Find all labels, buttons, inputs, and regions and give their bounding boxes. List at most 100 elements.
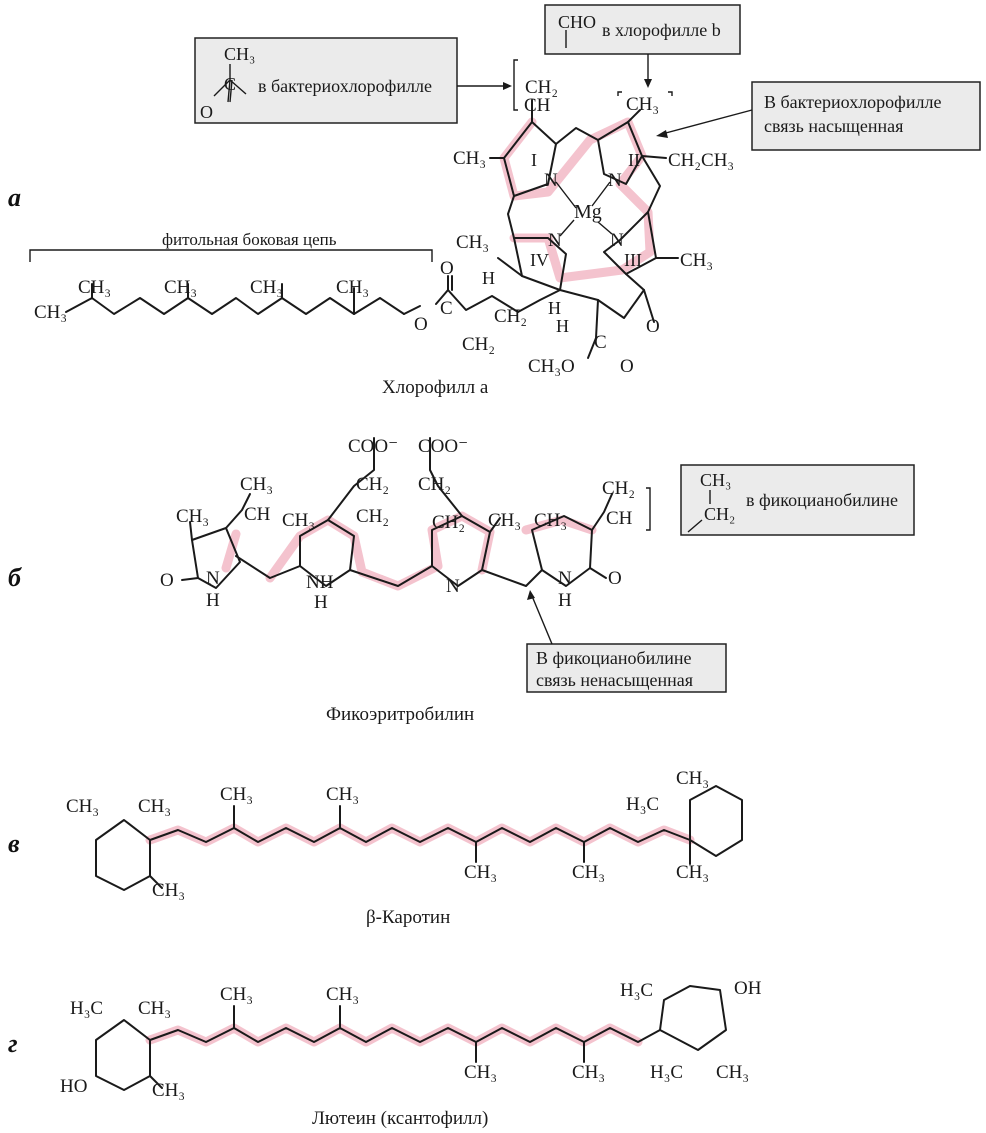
lutein-ch3-ring-left: CH₃ xyxy=(152,1080,185,1101)
ch3-bracket xyxy=(617,91,673,96)
bridge-alpha xyxy=(555,127,599,145)
propionate-h: H xyxy=(548,298,561,318)
bilin-ch2-1b: CH₂ xyxy=(356,506,389,527)
lutein-structure: H₃C CH₃ HO CH₃ CH₃ CH₃ CH₃ CH₃ H₃C OH H₃… xyxy=(60,978,762,1129)
ethyl-group: CH₂CH₃ xyxy=(668,150,734,171)
carotene-ch3-chain-4: CH₃ xyxy=(572,862,605,883)
lutein-ch3-chain-3: CH₃ xyxy=(464,1062,497,1083)
lutein-h3c-right-top: H₃C xyxy=(620,980,653,1001)
carotene-ch3-gem-right: CH₃ xyxy=(676,768,709,789)
bilin-coo-1: COO⁻ xyxy=(348,436,398,457)
chlorophyll-conjugation-highlight xyxy=(499,117,655,283)
methyl-ester-och3: CH₃O xyxy=(528,356,575,377)
ester-carbonyl xyxy=(447,275,453,291)
n-ring-ii: N xyxy=(608,170,622,191)
bilin-h-b: H xyxy=(314,592,328,613)
carotene-ring-right xyxy=(689,785,743,857)
bilin-vinyl-ch2: CH₂ xyxy=(602,478,635,499)
ring-label-iii: III xyxy=(624,250,642,270)
ring-label-i: I xyxy=(531,150,537,170)
lutein-ring-right xyxy=(659,985,727,1051)
ester-carbonyl-o: O xyxy=(440,258,454,279)
phytyl-bracket xyxy=(29,249,433,262)
bilin-ethylidene-ch: CH xyxy=(244,504,271,525)
vinyl-bracket-b xyxy=(646,487,651,531)
box-phycocyanobilin xyxy=(680,464,915,536)
arrow-saturated-head xyxy=(656,130,668,138)
lutein-ch3-chain-2: CH₃ xyxy=(326,984,359,1005)
bilin-lactam-o-d: O xyxy=(608,568,622,589)
bilin-lactam-d xyxy=(589,567,607,579)
bilin-ring-a-methyl xyxy=(189,521,193,541)
ester-o: O xyxy=(414,314,428,335)
ring-iv-bonds xyxy=(513,237,567,291)
bilin-bridge-bc xyxy=(349,565,433,587)
lutein-ch3-right-bottom: CH₃ xyxy=(716,1062,749,1083)
carotene-methyls xyxy=(149,805,691,889)
n-ring-iii: N xyxy=(610,230,624,251)
vinyl-bracket xyxy=(513,59,518,111)
n-ring-i: N xyxy=(544,170,558,191)
bilin-coo-2: COO⁻ xyxy=(418,436,468,457)
box-cho-chem: CHO xyxy=(558,12,596,32)
lutein-oh: OH xyxy=(734,978,762,999)
n-ring-iv: N xyxy=(548,230,562,251)
bilin-ring-b-ch3: CH₃ xyxy=(282,510,315,531)
box-pcb-ch2: CH₂ xyxy=(704,504,735,524)
bilin-bridge-ab xyxy=(235,555,301,579)
phytyl-o-bond xyxy=(403,305,421,315)
box-chlorophyll-b xyxy=(544,4,741,55)
arrow-saturated-line xyxy=(661,109,753,135)
carotene-polyene-chain xyxy=(149,827,691,843)
lutein-ch3-gem-left: CH₃ xyxy=(138,998,171,1019)
ester-linkage xyxy=(435,289,519,313)
box-pcb-text: в фикоцианобилине xyxy=(746,490,898,510)
bilin-ring-c-methyl xyxy=(489,517,501,533)
vinyl-ch: CH xyxy=(524,95,551,116)
ring-v-bonds xyxy=(559,273,645,319)
ring-iv-methyl-bond xyxy=(497,257,523,277)
carotene-ch3-gem-2: CH₃ xyxy=(138,796,171,817)
lutein-ch3-chain-1: CH₃ xyxy=(220,984,253,1005)
acetyl-o: O xyxy=(200,102,213,122)
bilin-n-d: N xyxy=(558,568,572,589)
lutein-h3c-right-bottom: H₃C xyxy=(650,1062,683,1083)
phytyl-ch3-2: CH₃ xyxy=(164,277,197,298)
phycoerythrobilin-structure: CH₃ CH CH₃ CH₃ COO⁻ CH₂ CH₂ COO⁻ CH₂ CH₂… xyxy=(160,436,915,725)
bilin-ch2-2b: CH₂ xyxy=(432,512,465,533)
box-pcb-bonds xyxy=(687,490,711,533)
box-bacterio-acetyl-text: в бактериохлорофилле xyxy=(258,76,432,96)
arrow-unsaturated-line xyxy=(531,595,553,645)
vinyl-ch2: CH₂ xyxy=(525,77,558,98)
bilin-nh-b: NH xyxy=(306,572,334,593)
bilin-propionate-1 xyxy=(327,437,375,521)
carotene-ch3-ring: CH₃ xyxy=(152,880,185,901)
acetyl-c: C xyxy=(224,74,236,94)
bilin-ring-a xyxy=(191,527,241,589)
bilin-ethylidene xyxy=(225,493,251,529)
propionate-ch2-b: CH₂ xyxy=(462,334,495,355)
bilin-ring-a-ch3: CH₃ xyxy=(176,506,209,527)
phytyl-terminal-ch3: CH₃ xyxy=(34,302,67,323)
lutein-title: Лютеин (ксантофилл) xyxy=(312,1108,488,1129)
bilin-ring-c-ch3: CH₃ xyxy=(488,510,521,531)
ring-ii-bonds xyxy=(597,121,643,185)
lutein-ho: HO xyxy=(60,1076,87,1097)
carotene-ch3-ring-right: CH₃ xyxy=(676,862,709,883)
ring-v-ketone xyxy=(643,289,655,323)
mg-atom: Mg xyxy=(574,201,602,223)
acetyl-ch3: CH₃ xyxy=(224,44,255,64)
phytyl-chain xyxy=(65,297,405,315)
bilin-lactam-o-a: O xyxy=(160,570,174,591)
bilin-h-d: H xyxy=(558,590,572,611)
methyl-ester-c: C xyxy=(594,332,607,353)
carotene-h3c-right: H₃C xyxy=(626,794,659,815)
bilin-ethylidene-ch3: CH₃ xyxy=(240,474,273,495)
ring-iv-ch3: CH₃ xyxy=(456,232,489,253)
propionate-link xyxy=(517,289,561,313)
carotene-ch3-chain-2: CH₃ xyxy=(326,784,359,805)
ketone-o: O xyxy=(646,316,660,337)
propionate-ch2-a: CH₂ xyxy=(494,306,527,327)
bridge-delta xyxy=(507,195,515,239)
ring-i-ch3: CH₃ xyxy=(453,148,486,169)
